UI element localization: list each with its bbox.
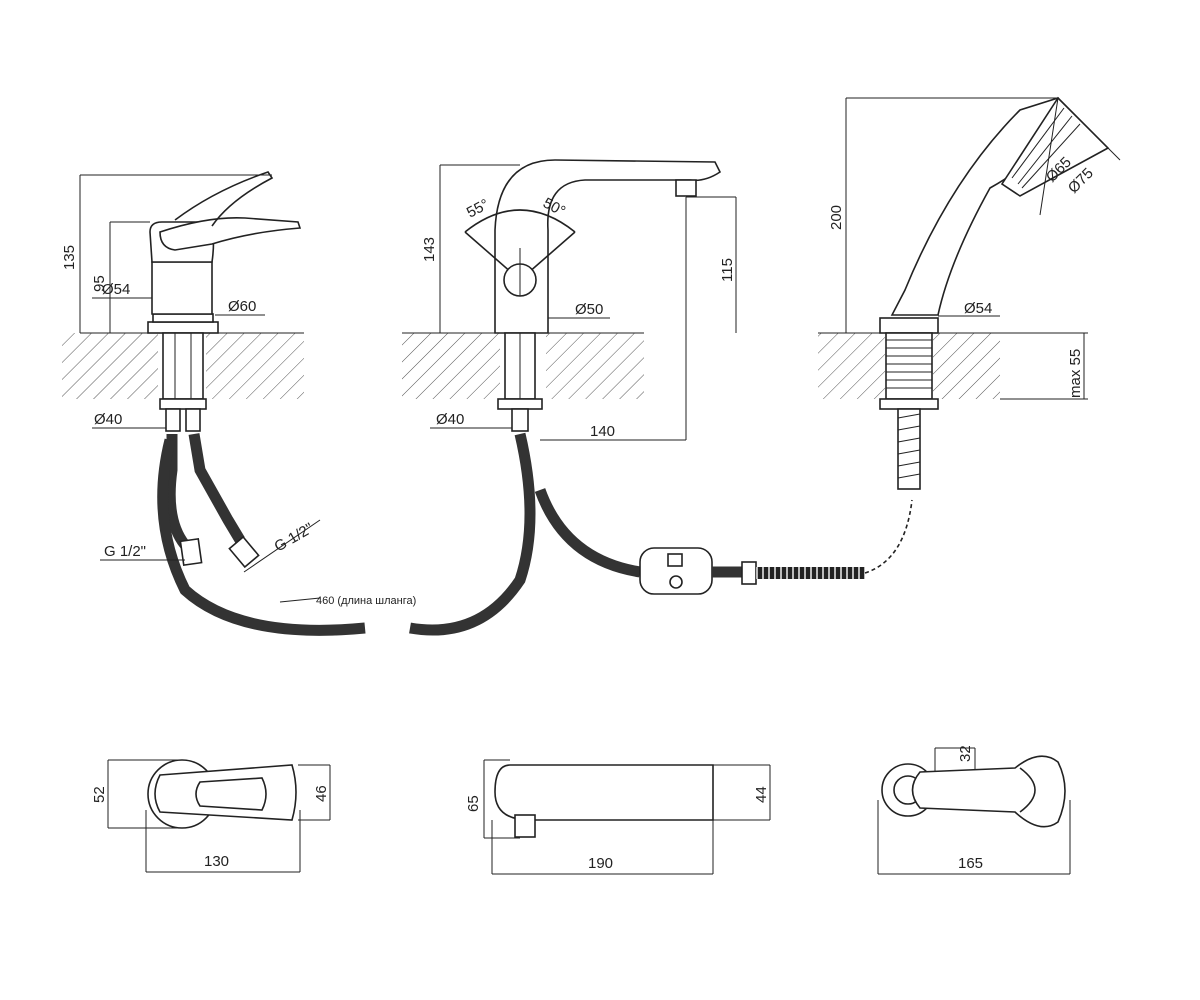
dim-spout-height-total: 143: [421, 237, 438, 262]
dim-holder-length: 165: [958, 855, 983, 872]
mixer-side-view: [79, 171, 366, 636]
dim-holder-size: 32: [957, 745, 974, 762]
mixer-top-view: [107, 759, 331, 873]
dim-spout-top-height: 65: [465, 795, 482, 812]
dim-mixer-height-total: 135: [61, 245, 78, 270]
dim-mixer-dia-body: Ø54: [102, 281, 130, 298]
dim-mixer-top-length: 130: [204, 853, 229, 870]
dim-spout-dia-shank: Ø40: [436, 411, 464, 428]
dim-mixer-conn-left: G 1/2": [104, 543, 146, 560]
dim-spout-height-outlet: 115: [719, 258, 736, 282]
dim-mixer-top-width: 52: [91, 786, 108, 803]
dim-handshower-max-thickness: max 55: [1067, 349, 1084, 398]
dim-spout-top-length: 190: [588, 855, 613, 872]
handshower-side-view: [818, 96, 1121, 490]
dim-handshower-height: 200: [828, 205, 845, 230]
dim-mixer-top-depth: 46: [313, 785, 330, 802]
dim-mixer-dia-base: Ø60: [228, 298, 256, 315]
dim-mixer-conn-right: G 1/2": [272, 520, 317, 556]
dim-spout-top-depth: 44: [753, 786, 770, 803]
dim-spout-reach: 140: [590, 423, 615, 440]
dim-mixer-height-body: 95: [91, 275, 108, 292]
holder-top-view: [877, 747, 1071, 875]
dim-mixer-dia-shank: Ø40: [94, 411, 122, 428]
dim-handshower-dia-base: Ø54: [964, 300, 992, 317]
dimension-labels: 135 95 Ø54 Ø60 Ø40 G 1/2" G 1/2" 460 (дл…: [61, 154, 1097, 872]
spout-top-view: [483, 759, 771, 875]
spout-side-view: [402, 159, 913, 636]
dim-hose-length: 460 (длина шланга): [316, 595, 416, 607]
dim-spout-dia-base: Ø50: [575, 301, 603, 318]
